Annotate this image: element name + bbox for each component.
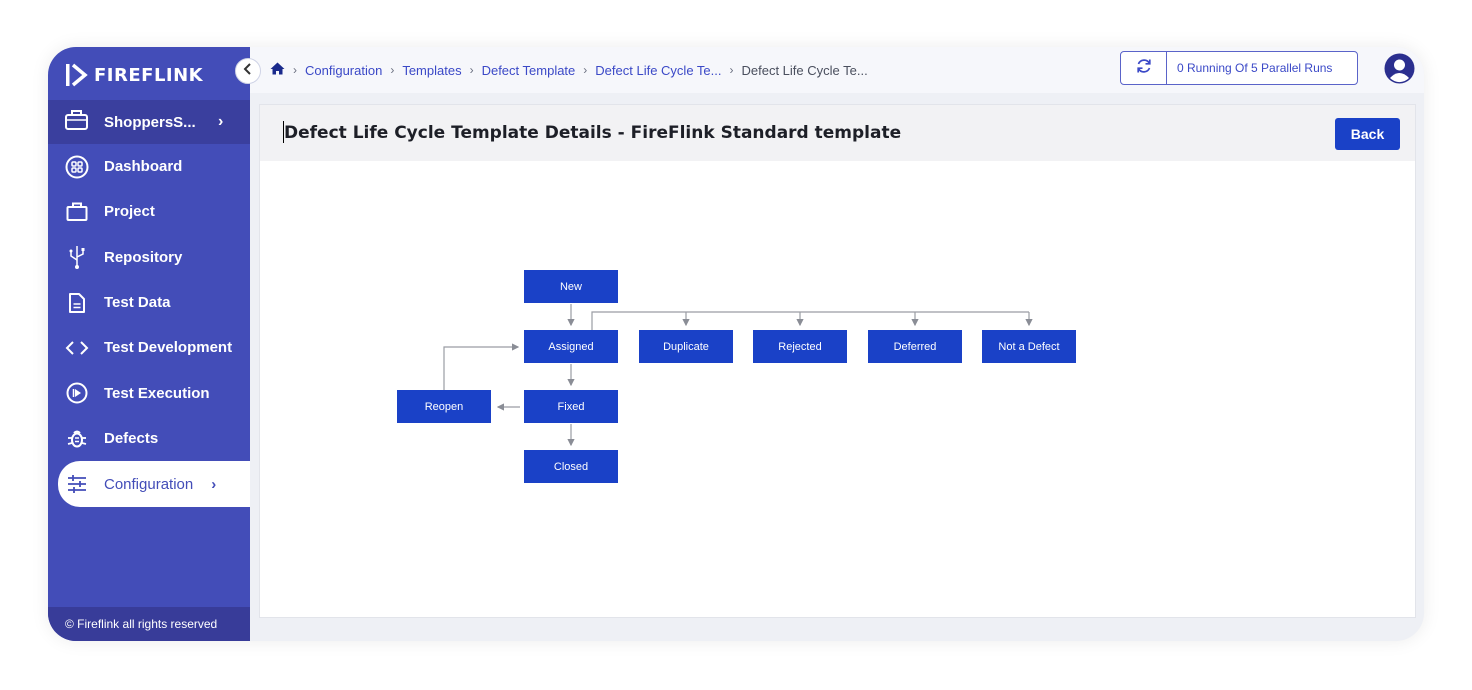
sidebar-item-label: Test Data: [104, 294, 171, 312]
sidebar-item-test-execution[interactable]: Test Execution: [48, 370, 250, 415]
fireflink-logo-icon: [66, 62, 88, 88]
sidebar-item-configuration[interactable]: Configuration ›: [58, 461, 250, 508]
breadcrumb-separator: ›: [729, 63, 734, 77]
sidebar-item-project[interactable]: Project: [48, 189, 250, 234]
parallel-runs-widget: 0 Running Of 5 Parallel Runs: [1120, 51, 1358, 85]
breadcrumb-item-current: Defect Life Cycle Te...: [741, 62, 868, 78]
breadcrumb-separator: ›: [293, 63, 297, 77]
copyright-footer: © Fireflink all rights reserved: [48, 607, 250, 641]
chevron-right-icon: ›: [218, 113, 224, 130]
sidebar-item-defects[interactable]: Defects: [48, 416, 250, 461]
breadcrumb-separator: ›: [469, 63, 474, 77]
template-details-panel: Defect Life Cycle Template Details - Fir…: [259, 104, 1416, 618]
chevron-right-icon: ›: [211, 475, 217, 493]
home-icon[interactable]: [270, 62, 285, 78]
breadcrumb-item-defect-template[interactable]: Defect Template: [481, 62, 576, 78]
brand-name: FIREFLINK: [94, 64, 204, 86]
dashboard-grid-icon: [64, 154, 90, 180]
sidebar-nav: Dashboard Project Repository Test Data: [48, 144, 250, 508]
sidebar-item-label: Project: [104, 203, 155, 221]
breadcrumb: › Configuration › Templates › Defect Tem…: [270, 62, 868, 78]
sidebar: FIREFLINK ShoppersS... › Dashboard: [48, 47, 250, 641]
breadcrumb-item-configuration[interactable]: Configuration: [305, 62, 383, 78]
code-icon: [64, 335, 90, 361]
sliders-icon: [64, 471, 90, 497]
state-not-a-defect[interactable]: Not a Defect: [982, 330, 1076, 363]
breadcrumb-separator: ›: [583, 63, 588, 77]
refresh-button[interactable]: [1121, 52, 1167, 84]
top-bar: › Configuration › Templates › Defect Tem…: [250, 47, 1424, 93]
sidebar-item-label: Dashboard: [104, 158, 183, 176]
bug-icon: [64, 425, 90, 451]
app-window: FIREFLINK ShoppersS... › Dashboard: [48, 47, 1424, 641]
project-name: ShoppersS...: [104, 113, 196, 131]
chevron-left-icon: [243, 62, 253, 80]
collapse-sidebar-button[interactable]: [235, 58, 261, 84]
briefcase-icon: [64, 109, 90, 136]
sidebar-item-label: Defects: [104, 429, 159, 447]
breadcrumb-separator: ›: [390, 63, 395, 77]
state-reopen[interactable]: Reopen: [397, 390, 491, 423]
state-rejected[interactable]: Rejected: [753, 330, 847, 363]
sidebar-item-repository[interactable]: Repository: [48, 235, 250, 280]
defect-lifecycle-diagram: New Assigned Duplicate Rejected Deferred…: [260, 161, 1417, 619]
user-avatar-icon[interactable]: [1384, 53, 1415, 84]
state-duplicate[interactable]: Duplicate: [639, 330, 733, 363]
breadcrumb-item-templates[interactable]: Templates: [402, 62, 462, 78]
sidebar-item-label: Test Development: [104, 339, 233, 357]
workflow-connectors: [443, 304, 1033, 447]
sidebar-item-label: Configuration: [104, 475, 194, 493]
back-button[interactable]: Back: [1335, 118, 1400, 150]
state-closed[interactable]: Closed: [524, 450, 618, 483]
sidebar-item-label: Repository: [104, 248, 183, 266]
sidebar-item-test-development[interactable]: Test Development: [48, 325, 250, 370]
sidebar-item-label: Test Execution: [104, 384, 210, 402]
sidebar-item-dashboard[interactable]: Dashboard: [48, 144, 250, 189]
refresh-icon: [1135, 57, 1153, 80]
state-new[interactable]: New: [524, 270, 618, 303]
parallel-runs-status[interactable]: 0 Running Of 5 Parallel Runs: [1177, 61, 1333, 75]
page-title: Defect Life Cycle Template Details - Fir…: [284, 123, 902, 143]
text-cursor: [283, 121, 284, 143]
project-selector[interactable]: ShoppersS... ›: [48, 100, 250, 144]
play-circle-icon: [64, 380, 90, 406]
document-icon: [64, 290, 90, 316]
usb-icon: [64, 244, 90, 270]
breadcrumb-item-defect-life-cycle[interactable]: Defect Life Cycle Te...: [595, 62, 722, 78]
panel-header: Defect Life Cycle Template Details - Fir…: [260, 105, 1415, 161]
state-deferred[interactable]: Deferred: [868, 330, 962, 363]
briefcase-icon: [64, 199, 90, 225]
brand-logo[interactable]: FIREFLINK: [66, 61, 203, 89]
state-fixed[interactable]: Fixed: [524, 390, 618, 423]
state-assigned[interactable]: Assigned: [524, 330, 618, 363]
sidebar-item-test-data[interactable]: Test Data: [48, 280, 250, 325]
